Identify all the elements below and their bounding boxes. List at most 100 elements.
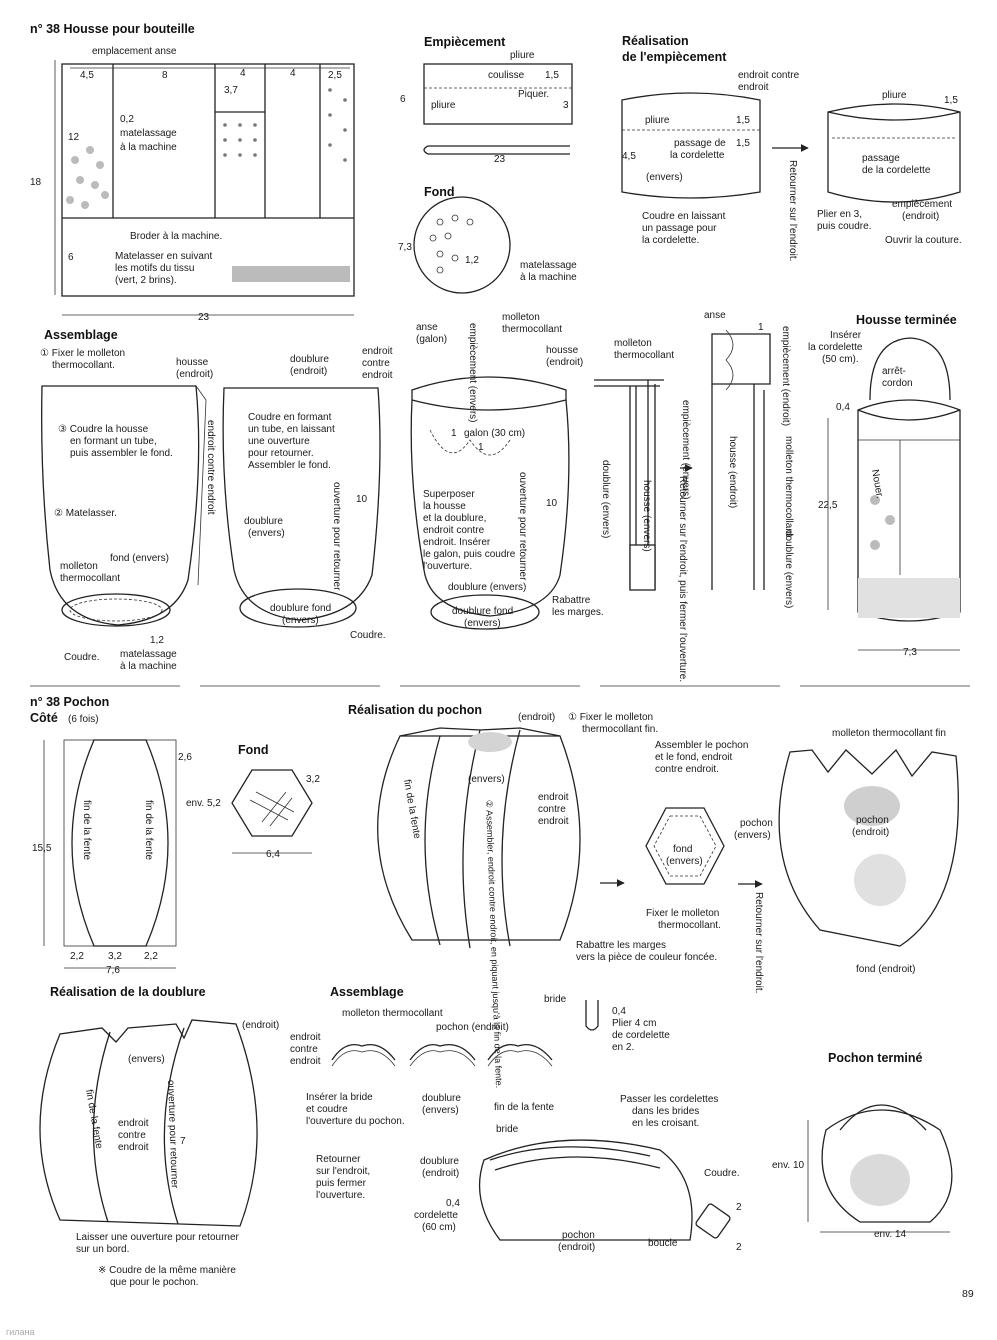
dim-6-4: 6,4 xyxy=(266,849,280,860)
label-ouverture: ouverture pour retourner xyxy=(517,472,528,581)
dim-1-2: 1,2 xyxy=(465,255,479,266)
grass-band xyxy=(232,266,350,282)
dim-env-10: env. 10 xyxy=(772,1160,804,1171)
label-sup-4: endroit contre xyxy=(423,525,485,536)
label-ouvrir: Ouvrir la couture. xyxy=(885,235,962,246)
dim-2-2a: 2,2 xyxy=(70,951,84,962)
dim-1-5: 1,5 xyxy=(545,70,559,81)
pochon-subtitle-bold: Côté xyxy=(30,711,58,725)
dim-7-3: 7,3 xyxy=(903,647,917,658)
label-doublure-envers: doublure (envers) xyxy=(600,460,611,538)
label-envers: (envers) xyxy=(646,172,683,183)
label-matelassage: matelassage xyxy=(520,260,577,271)
empiecement-title: Empiècement xyxy=(424,35,506,49)
label-housse: housse xyxy=(546,345,579,356)
label-pochon: pochon xyxy=(740,818,773,829)
housse-tube xyxy=(41,385,200,626)
small-dots xyxy=(223,88,347,162)
label-doublure: doublure xyxy=(290,354,329,365)
label-ouverture: ouverture pour retourner xyxy=(331,482,342,591)
label-endroit: endroit xyxy=(738,82,769,93)
label-sup-2: la housse xyxy=(423,501,466,512)
dim-8: 8 xyxy=(162,70,168,81)
label-fente-1: fin de la fente xyxy=(81,800,92,860)
page-number: 89 xyxy=(962,1288,974,1300)
label-sup-6: le galon, puis coudre xyxy=(423,549,516,560)
label-molleton-1: molleton xyxy=(502,312,540,323)
dim-1-5b: 1,5 xyxy=(736,138,750,149)
label-plier-1: Plier en 3, xyxy=(817,209,862,220)
emp-ring xyxy=(827,103,961,203)
label-molleton-2: thermocollant xyxy=(614,350,674,361)
dots-pattern xyxy=(66,146,109,209)
dim-10: 10 xyxy=(546,498,558,509)
pochon-title: n° 38 Pochon xyxy=(30,695,109,709)
dim-3-2: 3,2 xyxy=(108,951,122,962)
pochon-termine-title: Pochon terminé xyxy=(828,1051,923,1065)
label-passer-2: dans les brides xyxy=(632,1106,699,1117)
label-coudre-1: Coudre en laissant xyxy=(642,211,726,222)
label-doublure-1: doublure xyxy=(422,1093,461,1104)
step-1b: thermocollant. xyxy=(52,360,115,371)
label-passer-3: en les croisant. xyxy=(632,1118,699,1129)
label-matelassage: matelassage xyxy=(120,128,177,139)
label-matelassage: matelassage xyxy=(120,649,177,660)
label-ece-3: endroit xyxy=(118,1142,149,1153)
label-envers: (envers) xyxy=(468,774,505,785)
label-pochon-endroit: pochon (endroit) xyxy=(436,1022,509,1033)
dim-23: 23 xyxy=(494,154,506,165)
label-cf-2: un tube, en laissant xyxy=(248,424,335,435)
label-passage-2: la cordelette xyxy=(670,150,725,161)
label-emp-endroit: empiècement (endroit) xyxy=(780,326,791,426)
dim-10: 10 xyxy=(356,494,368,505)
dim-2b: 2 xyxy=(736,1242,742,1253)
label-fente-2: fin de la fente xyxy=(143,800,154,860)
dim-12: 12 xyxy=(68,132,80,143)
dim-1-5a: 1,5 xyxy=(736,115,750,126)
doublure-assembled xyxy=(39,1019,258,1227)
label-matelasser-2: les motifs du tissu xyxy=(115,263,194,274)
label-nouer: Nouer. xyxy=(869,469,885,500)
label-molleton-vertical: molleton thermocollant xyxy=(783,436,794,537)
label-retourner: Retourner sur l'endroit. xyxy=(753,892,764,993)
label-ece-3: endroit xyxy=(538,816,569,827)
realisation-doublure-title: Réalisation de la doublure xyxy=(50,985,206,999)
label-endroit-contre-endroit: endroit contre endroit xyxy=(205,420,216,515)
label-molleton-1: molleton xyxy=(60,561,98,572)
empiecement-pattern xyxy=(423,63,573,125)
dim-2a: 2 xyxy=(736,1202,742,1213)
realisation-pochon-title: Réalisation du pochon xyxy=(348,703,482,717)
superposed-fond xyxy=(430,594,540,630)
label-housse-envers: housse (envers) xyxy=(641,480,652,552)
label-pochon-envers: (envers) xyxy=(734,830,771,841)
label-doublure-fond-1: doublure fond xyxy=(270,603,331,614)
label-ece-3: endroit xyxy=(290,1056,321,1067)
label-plier-1: Plier 4 cm xyxy=(612,1018,656,1029)
label-note-2: que pour le pochon. xyxy=(110,1277,198,1288)
fond-title: Fond xyxy=(424,185,455,199)
label-fixer-1: Fixer le molleton xyxy=(646,908,719,919)
label-doublure-fond-1: doublure fond xyxy=(452,606,513,617)
emp-tube xyxy=(621,92,761,199)
label-inserer-3: l'ouverture du pochon. xyxy=(306,1116,405,1127)
step-3c: puis assembler le fond. xyxy=(70,448,173,459)
dim-4b: 4 xyxy=(290,68,296,79)
label-endroit-contre: endroit contre xyxy=(738,70,800,81)
label-passage-4: de la cordelette xyxy=(862,165,931,176)
label-machine: à la machine xyxy=(120,661,177,672)
dim-2-2b: 2,2 xyxy=(144,951,158,962)
label-rabattre-1: Rabattre les marges xyxy=(576,940,666,951)
dim-2-6: 2,6 xyxy=(178,752,192,763)
watermark: гилана xyxy=(6,1327,35,1337)
label-arret-1: arrêt- xyxy=(882,366,906,377)
realisation-doublure-section: Réalisation de la doublure (endroit) (en… xyxy=(39,985,279,1288)
label-ouverture: ouverture pour retourner xyxy=(165,1080,180,1189)
label-galon: galon (30 cm) xyxy=(464,428,525,439)
assemblage-cross-section: molleton thermocollant empiècement (enve… xyxy=(594,310,794,682)
label-inserer-3: (50 cm). xyxy=(822,354,859,365)
label-emp-envers: empiècement (envers) xyxy=(680,400,691,499)
label-plier-2: de cordelette xyxy=(612,1030,670,1041)
housse-section: n° 38 Housse pour bouteille emplacement … xyxy=(30,22,355,323)
dim-env-14: env. 14 xyxy=(874,1229,906,1240)
step-3a: ③ Coudre la housse xyxy=(58,424,149,435)
